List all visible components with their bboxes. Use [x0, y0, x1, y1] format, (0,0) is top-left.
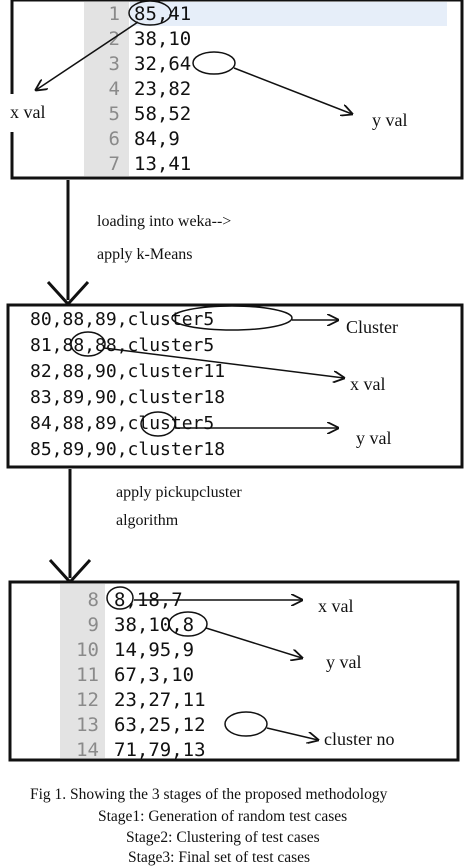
transition1-line1: loading into weka-->: [97, 213, 231, 230]
x-value-circle: [70, 331, 106, 357]
caption-line2: Stage1: Generation of random test cases: [98, 808, 347, 825]
line-number: 1: [109, 3, 120, 25]
stage3-gutter: [60, 584, 105, 758]
data-row: 32,64: [134, 53, 191, 75]
line-number: 3: [109, 53, 120, 75]
data-row: 85,89,90,cluster18: [30, 439, 225, 460]
line-number: 7: [109, 153, 120, 175]
data-row: 14,95,9: [114, 639, 194, 661]
x-val-pointer: [103, 347, 344, 378]
transition1-line2: apply k-Means: [97, 246, 193, 263]
cluster-no-circle: [224, 711, 268, 737]
x-value-circle: [106, 586, 134, 610]
y-value-circle: [192, 51, 236, 75]
line-number: 9: [88, 614, 99, 636]
stage2-panel: 80,88,89,cluster5 81,88,88,cluster5 82,8…: [6, 303, 464, 469]
data-row: 23,82: [134, 78, 191, 100]
caption-line1: Fig 1. Showing the 3 stages of the propo…: [30, 786, 388, 803]
data-row: 81,88,88,cluster5: [30, 335, 214, 356]
y-val-label: y val: [356, 428, 392, 448]
y-val-label: y val: [372, 110, 408, 130]
cluster-label: Cluster: [346, 317, 398, 337]
data-row: 84,88,89,cluster5: [30, 413, 214, 434]
stage1-panel: 1 2 3 4 5 6 7 85,41 38,10 32,64 23,82 58…: [4, 0, 464, 180]
line-number: 2: [109, 28, 120, 50]
transition2-line2: algorithm: [116, 512, 179, 529]
line-number: 12: [76, 689, 99, 711]
data-row: 82,88,90,cluster11: [30, 361, 225, 382]
x-value-circle: [128, 0, 172, 26]
y-value-circle: [140, 411, 176, 437]
line-number: 10: [76, 639, 99, 661]
line-number: 4: [109, 78, 120, 100]
line-number: 5: [109, 103, 120, 125]
data-row: 38,10,8: [114, 614, 194, 636]
data-row: 71,79,13: [114, 739, 206, 761]
data-row: 85,41: [134, 3, 191, 25]
transition2: apply pickupcluster algorithm: [48, 469, 242, 585]
stage1-highlight-row: [130, 2, 447, 26]
cluster-no-label: cluster no: [324, 729, 394, 749]
data-row: 58,52: [134, 103, 191, 125]
x-val-label-box: [4, 94, 76, 132]
x-val-pointer: [36, 21, 139, 90]
data-row: 83,89,90,cluster18: [30, 387, 225, 408]
cluster-no-pointer: [266, 727, 318, 740]
data-row: 80,88,89,cluster5: [30, 309, 214, 330]
stage1-gutter: [84, 2, 129, 176]
figure-caption: Fig 1. Showing the 3 stages of the propo…: [30, 786, 388, 866]
data-row: 23,27,11: [114, 689, 206, 711]
y-val-label: y val: [326, 652, 362, 672]
line-number: 11: [76, 664, 99, 686]
y-val-pointer: [205, 627, 302, 658]
line-number: 6: [109, 128, 120, 150]
caption-line4: Stage3: Final set of test cases: [128, 849, 310, 866]
y-val-pointer: [233, 67, 352, 114]
x-val-label: x val: [318, 596, 354, 616]
line-number: 13: [76, 714, 99, 736]
x-val-label: x val: [350, 374, 386, 394]
x-val-label: x val: [10, 102, 46, 122]
caption-line3: Stage2: Clustering of test cases: [126, 829, 320, 846]
transition2-line1: apply pickupcluster: [116, 484, 242, 501]
data-row: 84,9: [134, 128, 180, 150]
line-number: 8: [88, 589, 99, 611]
cluster-circle: [171, 305, 293, 331]
y-value-circle: [168, 611, 208, 637]
stage3-panel: 8 9 10 11 12 13 14 8,18,7 38,10,8 14,95,…: [8, 580, 460, 762]
line-number: 14: [76, 739, 99, 761]
stage1-frame: [10, 0, 464, 180]
data-row: 13,41: [134, 153, 191, 175]
data-row: 38,10: [134, 28, 191, 50]
data-row: 67,3,10: [114, 664, 194, 686]
data-row: 63,25,12: [114, 714, 206, 736]
transition1: loading into weka--> apply k-Means: [46, 180, 231, 307]
